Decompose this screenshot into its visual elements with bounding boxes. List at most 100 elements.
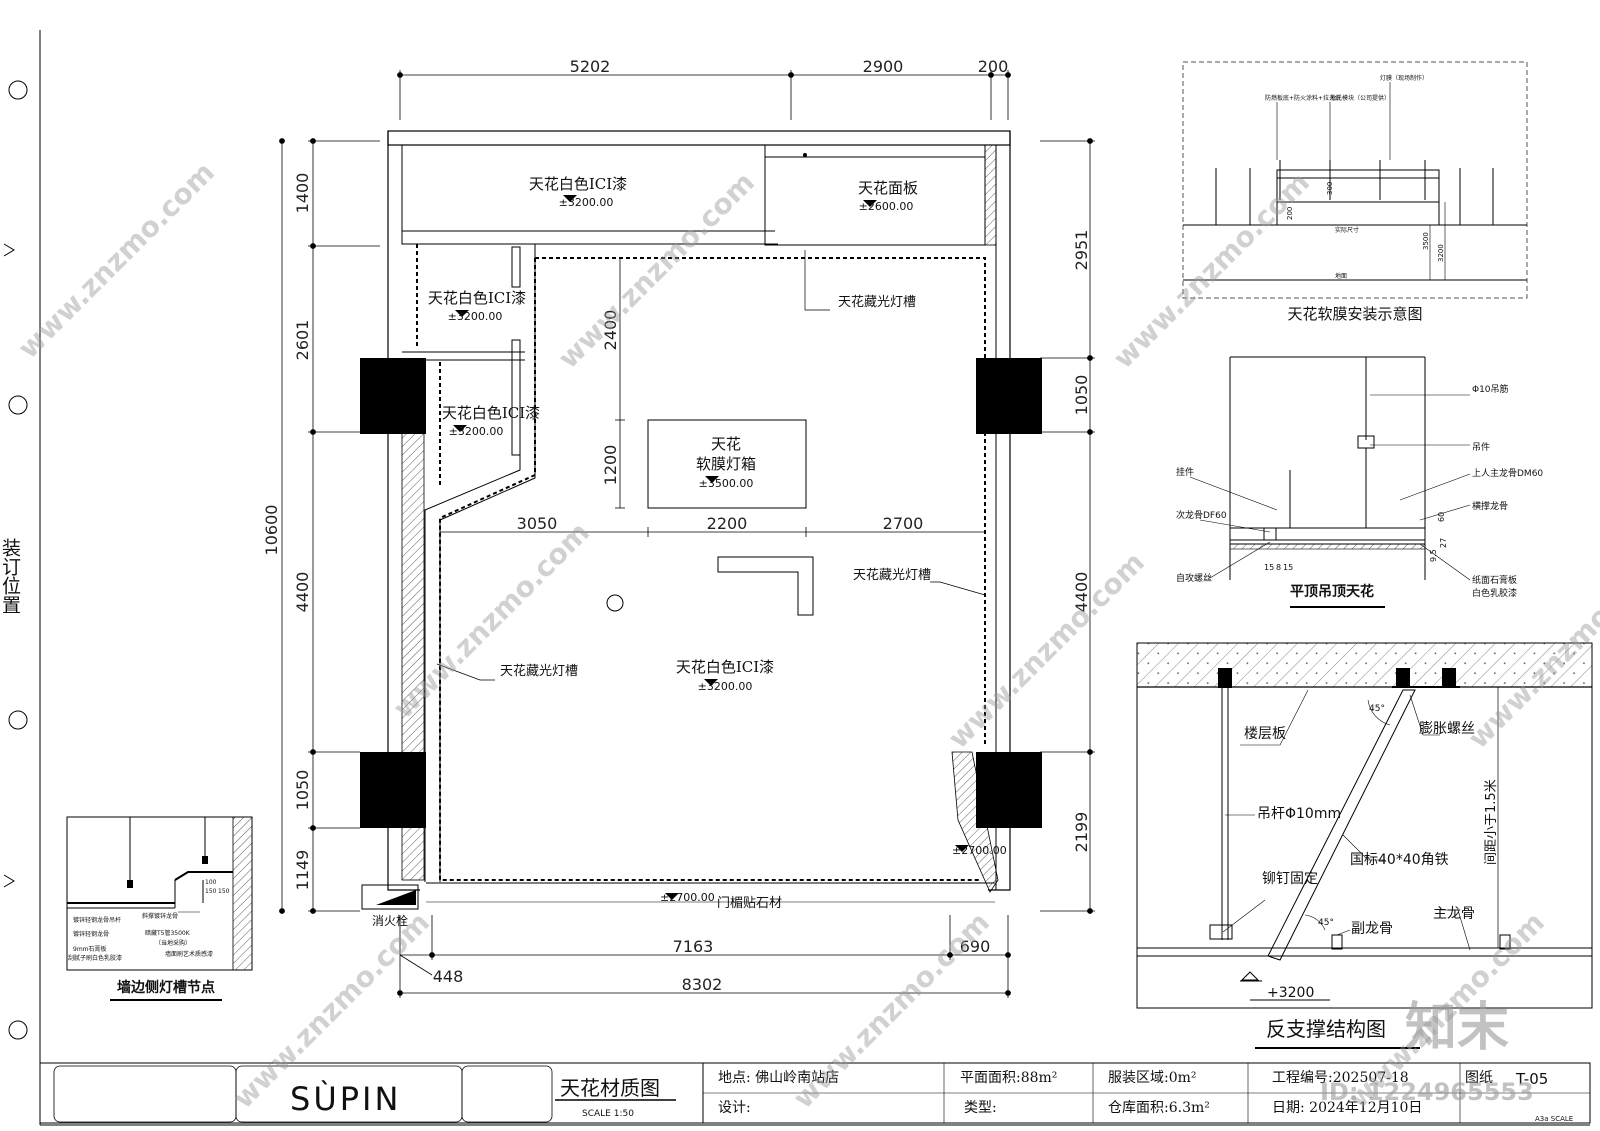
flat-ceiling-label: 横撑龙骨 [1472, 500, 1508, 512]
soft-film-dim: 300 [1326, 182, 1334, 195]
dim-left: 1400 [293, 173, 312, 214]
light-slot-label: 天花藏光灯槽 [838, 294, 916, 310]
reverse-support-label: 铆钉固定 [1262, 871, 1318, 887]
sheet-label: 图纸 [1465, 1070, 1493, 1086]
dim-bottom: 7163 [673, 937, 714, 956]
reverse-support-angle: 45° [1318, 918, 1334, 928]
drawing-scale: SCALE 1:50 [582, 1109, 634, 1119]
wall-slot-label: 斜撑镀锌龙骨 [142, 912, 178, 920]
dim-top: 5202 [570, 57, 611, 76]
soft-film-note: 灯膜（现场制作） [1380, 74, 1428, 82]
room-name: 天花面板 [858, 179, 918, 197]
wall-slot-label: 9mm石膏板 [73, 945, 107, 953]
lightbox-level: ±3500.00 [699, 477, 754, 490]
floor-plan [360, 130, 1042, 910]
room-level: ±2600.00 [859, 200, 914, 213]
wall-slot-title: 墙边侧灯槽节点 [117, 979, 215, 996]
dim-right: 2951 [1072, 230, 1091, 271]
flat-ceiling-label: 挂件 [1176, 466, 1194, 478]
dim-bottom: 8302 [682, 975, 723, 994]
dim-left: 1050 [293, 770, 312, 811]
paper-size: A3a SCALE [1535, 1115, 1573, 1123]
wall-slot-label: 镀锌轻钢龙骨吊杆 [73, 916, 121, 924]
soft-film-dim: 3200 [1437, 244, 1445, 262]
room-name: 天花白色ICI漆 [428, 289, 526, 307]
room-name: 天花白色ICI漆 [442, 404, 540, 422]
detail-flat-ceiling: Φ10吊筋 吊件 挂件 上人主龙骨DM60 次龙骨DF60 横撑龙骨 自攻螺丝 … [1176, 356, 1543, 608]
dim-right: 4400 [1072, 572, 1091, 613]
reverse-support-level: +3200 [1267, 985, 1314, 1001]
watermark-site: www.znzmo.com [1107, 166, 1316, 375]
drawing-date: 日期: 2024年12月10日 [1272, 1100, 1422, 1116]
clothing-area: 服装区域:0m² [1108, 1070, 1197, 1086]
project-location: 地点: 佛山岭南站店 [718, 1070, 839, 1086]
sheet-frame [3, 30, 1590, 1126]
soft-film-note: 地面 [1335, 272, 1347, 280]
soft-film-note: 发光模块（公司提供） [1330, 94, 1390, 102]
wall-slot-label: 暗藏T5管3500K [145, 929, 191, 937]
flat-ceiling-dim: 15 [1283, 563, 1293, 572]
reverse-support-label: 间距小于1.5米 [1484, 779, 1499, 865]
room-name: 天花白色ICI漆 [529, 175, 627, 193]
flat-ceiling-title: 平顶吊顶天花 [1290, 583, 1374, 600]
dim-left: 1149 [293, 850, 312, 891]
reverse-support-label: 吊杆Φ10mm [1257, 806, 1341, 822]
flat-ceiling-label: 上人主龙骨DM60 [1472, 467, 1543, 479]
reverse-support-label: 主龙骨 [1433, 906, 1475, 922]
room-level: ±3200.00 [449, 425, 504, 438]
project-type: 类型: [964, 1100, 997, 1116]
detail-reverse-support: 楼层板 膨胀螺丝 吊杆Φ10mm 国标40*40角铁 铆钉固定 副龙骨 主龙骨 … [1136, 642, 1593, 1049]
dim-right: 2199 [1072, 812, 1091, 853]
title-block-text: SÙPIN 天花材质图 SCALE 1:50 地点: 佛山岭南站店 设计: 平面… [290, 1070, 1573, 1123]
dim-inner: 2400 [601, 310, 620, 351]
flat-ceiling-label: 吊件 [1472, 441, 1490, 453]
reverse-support-title: 反支撑结构图 [1266, 1017, 1386, 1041]
flat-ceiling-label: 自攻螺丝 [1176, 572, 1212, 584]
dim-top: 200 [978, 57, 1009, 76]
watermark-id: ID: 1224965553 [1320, 1078, 1534, 1106]
flat-ceiling-label: 次龙骨DF60 [1176, 509, 1227, 521]
sheet-number: T-05 [1515, 1070, 1548, 1088]
flat-ceiling-label: Φ10吊筋 [1472, 383, 1509, 395]
watermark-site: www.znzmo.com [942, 546, 1151, 755]
room-labels: 天花白色ICI漆 ±3200.00 天花面板 ±2600.00 天花白色ICI漆… [372, 175, 1007, 928]
dim-right: 1050 [1072, 375, 1091, 416]
reverse-support-label: 副龙骨 [1351, 921, 1393, 937]
wall-slot-label: 镀锌轻钢龙骨 [73, 930, 109, 938]
flat-ceiling-label: 白色乳胶漆 [1472, 587, 1517, 599]
plan-area: 平面面积:88m² [960, 1070, 1057, 1086]
wall-slot-dim: 150 [205, 888, 217, 895]
wall-slot-label: （当地采购） [155, 939, 191, 947]
drawing-title: 天花材质图 [560, 1076, 660, 1100]
watermarks: www.znzmo.com www.znzmo.com www.znzmo.co… [12, 156, 1600, 1115]
dim-left: 2601 [293, 320, 312, 361]
dim-inner: 2700 [883, 514, 924, 533]
room-name: 天花白色ICI漆 [676, 658, 774, 676]
reverse-support-label: 膨胀螺丝 [1419, 720, 1475, 737]
designer: 设计: [718, 1100, 751, 1116]
soft-film-title: 天花软膜安装示意图 [1287, 305, 1422, 323]
room-level: ±3200.00 [698, 680, 753, 693]
watermark-logo: 知末 [1405, 998, 1509, 1058]
flat-ceiling-dim: 60 [1437, 512, 1446, 522]
dim-top: 2900 [863, 57, 904, 76]
dim-bottom: 448 [433, 967, 464, 986]
door-note: 门楣贴石材 [717, 896, 782, 911]
detail-soft-film: 防燃板底+防火涂料+拉光纸 发光模块（公司提供） 灯膜（现场制作） 实际尺寸 地… [1182, 61, 1528, 323]
flat-ceiling-dim: 15 [1264, 563, 1274, 572]
room-level: ±3200.00 [448, 310, 503, 323]
flat-ceiling-dim: 27 [1439, 538, 1448, 548]
warehouse-area: 仓库面积:6.3m² [1108, 1100, 1210, 1116]
dim-inner: 1200 [601, 445, 620, 486]
title-block [39, 1062, 1591, 1124]
dim-left-total: 10600 [262, 505, 281, 556]
soft-film-dim: 200 [1286, 207, 1294, 220]
flat-ceiling-dim: 8 [1276, 563, 1281, 572]
reverse-support-label: 国标40*40角铁 [1350, 852, 1449, 868]
soft-film-note: 防燃板底+防火涂料+拉光纸 [1265, 94, 1341, 102]
wall-slot-dim: 100 [205, 879, 217, 886]
light-slot-label: 天花藏光灯槽 [500, 663, 578, 679]
binding-label: 装订位置 [0, 538, 21, 614]
soft-film-dim: 3500 [1422, 232, 1430, 250]
